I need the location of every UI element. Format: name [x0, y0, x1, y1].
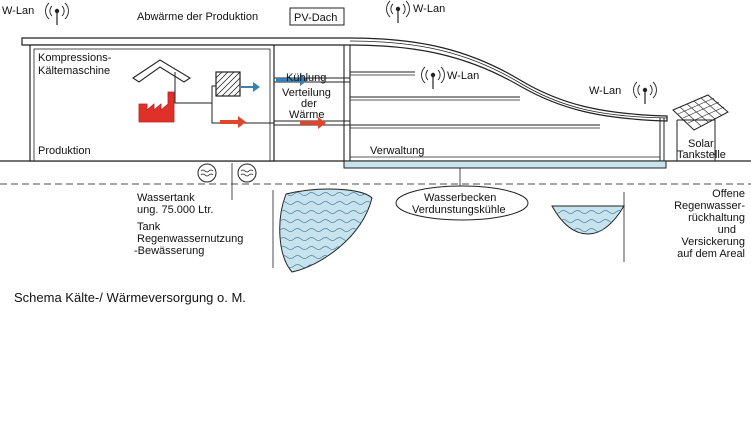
label-kompressions-1: Kompressions- [38, 52, 112, 64]
label-offene-4: und [718, 224, 736, 236]
water-wave-icon-1 [197, 163, 217, 183]
label-verteilung-1: Verteilung [282, 87, 331, 99]
water-wave-icon-2 [237, 163, 257, 183]
underground-tank-waves [279, 189, 372, 272]
label-solar-1: Solar [688, 138, 714, 150]
chiller-roof-icon [132, 59, 192, 83]
solar-panel-grid [677, 97, 725, 127]
evaporation-basin-label-box [395, 185, 529, 221]
pv-dach-box [289, 7, 345, 26]
label-offene-3: rückhaltung [688, 212, 745, 224]
cooling-arrow-1 [241, 82, 260, 92]
label-abwaerme: Abwärme der Produktion [137, 11, 258, 23]
production-hall [29, 44, 275, 162]
label-tank-3: -Bewässerung [134, 245, 204, 257]
label-offene-5: Versickerung [681, 236, 745, 248]
admin-end-wall [659, 118, 665, 161]
production-hall-inner [33, 48, 271, 162]
label-verwaltung: Verwaltung [370, 145, 424, 157]
label-tank-1: Tank [137, 221, 161, 233]
label-wasserbecken-1: Wasserbecken [424, 192, 496, 204]
label-kompressions-2: Kältemaschine [38, 65, 110, 77]
roof-inner-line [349, 40, 668, 119]
label-offene-2: Regenwasser- [674, 200, 745, 212]
solar-stand [676, 119, 716, 161]
label-wassertank-1: Wassertank [137, 192, 195, 204]
infiltration-basin-waves [552, 206, 624, 234]
cooling-arrow-2 [276, 74, 308, 86]
label-kuehlung: Kühlung [286, 72, 326, 84]
label-wassertank-2: ung. 75.000 Ltr. [137, 204, 213, 216]
label-verteilung-3: Wärme [289, 109, 324, 121]
label-pv-dach: PV-Dach [294, 12, 337, 24]
label-tank-2: Regenwassernutzung [137, 233, 243, 245]
wlan-antenna-icon-2 [385, 0, 411, 24]
heat-arrow-1 [220, 116, 246, 128]
administration-building [343, 45, 351, 161]
label-offene-1: Offene [712, 188, 745, 200]
wlan-antenna-icon-3 [420, 66, 446, 90]
wlan-antenna-icon-4 [632, 81, 658, 105]
administration-basin [343, 160, 667, 169]
label-offene-6: auf dem Areal [677, 248, 745, 260]
heat-arrow-2 [300, 117, 326, 129]
diagram-caption: Schema Kälte-/ Wärmeversorgung o. M. [14, 290, 246, 305]
heat-pipe-lower [211, 103, 274, 124]
energy-schema-diagram: W-Lan Abwärme der Produktion PV-Dach W-L… [0, 0, 751, 273]
label-verteilung-2: der [301, 98, 317, 110]
label-wlan-3: W-Lan [447, 70, 479, 82]
label-wlan-4: W-Lan [589, 85, 621, 97]
heat-exchanger-hatch [215, 71, 241, 97]
label-solar-2: Tankstelle [677, 149, 726, 161]
label-wlan-1: W-Lan [2, 5, 34, 17]
label-wlan-2: W-Lan [413, 3, 445, 15]
label-wasserbecken-2: Verdunstungskühle [412, 204, 506, 216]
solar-panel-icon [672, 94, 729, 131]
factory-icon [138, 91, 175, 123]
label-produktion: Produktion [38, 145, 91, 157]
wlan-antenna-icon-1 [44, 2, 70, 26]
